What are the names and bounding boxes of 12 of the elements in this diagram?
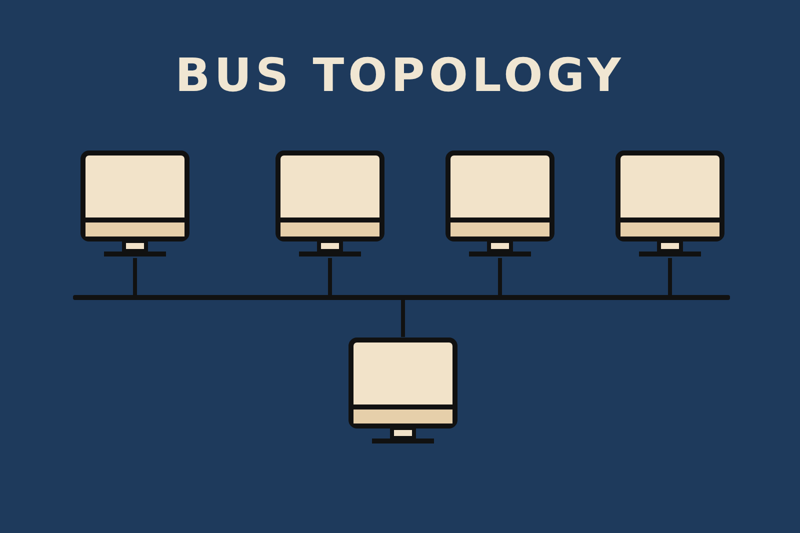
computer-monitor-icon xyxy=(348,337,458,445)
bus-line xyxy=(73,295,730,300)
computer-monitor-icon xyxy=(445,150,555,258)
connector-line xyxy=(133,258,137,295)
connector-line xyxy=(401,300,405,337)
computer-monitor-icon xyxy=(275,150,385,258)
connector-line xyxy=(328,258,332,295)
connector-line xyxy=(668,258,672,295)
title: BUS TOPOLOGY xyxy=(175,48,625,102)
computer-monitor-icon xyxy=(80,150,190,258)
connector-line xyxy=(498,258,502,295)
computer-monitor-icon xyxy=(615,150,725,258)
